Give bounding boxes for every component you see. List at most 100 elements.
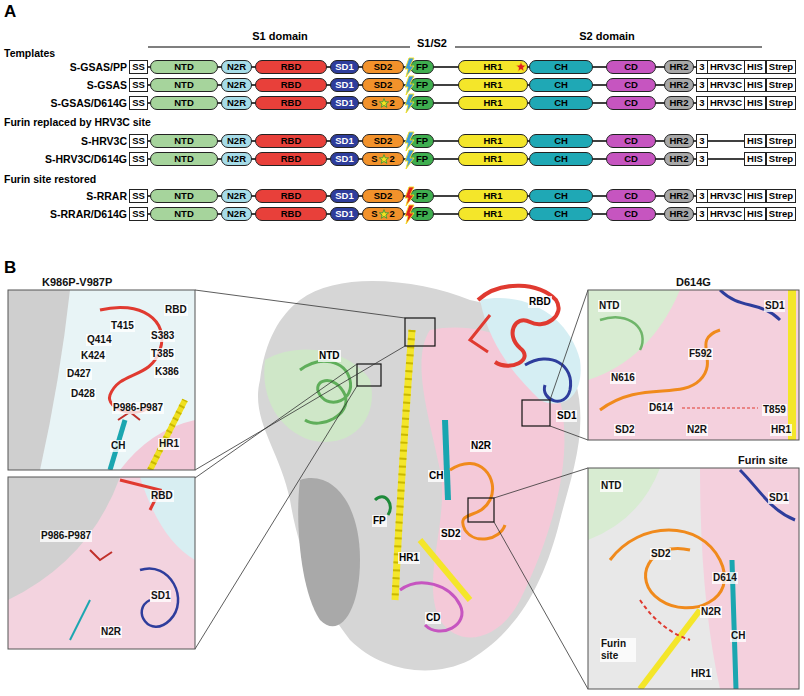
domain-box: FP bbox=[410, 60, 434, 74]
residue-label: F592 bbox=[688, 348, 713, 360]
heading-label: S-GSAS/D614G bbox=[51, 97, 127, 110]
domain-box: NTD bbox=[150, 134, 218, 148]
domain-label: HR1 bbox=[483, 97, 502, 109]
domain-label: 3 bbox=[699, 97, 704, 109]
heading-label: S2 domain bbox=[579, 30, 635, 43]
domain-box: HR2 bbox=[664, 60, 694, 74]
inset-pp-art bbox=[8, 477, 195, 649]
residue-label: HR1 bbox=[690, 668, 712, 680]
inset-title: K986P-V987P bbox=[42, 276, 112, 288]
heading-label: S1 domain bbox=[252, 30, 308, 43]
domain-label: CD bbox=[624, 153, 638, 165]
domain-label: N2R bbox=[227, 61, 246, 73]
domain-label: FP bbox=[416, 97, 428, 109]
residue-label: T859 bbox=[762, 404, 787, 416]
residue-label: D428 bbox=[70, 388, 96, 400]
domain-box: SD1 bbox=[330, 96, 359, 110]
domain-label: SS bbox=[132, 61, 145, 73]
domain-box: NTD bbox=[150, 189, 218, 203]
domain-tag: N2R bbox=[470, 440, 492, 452]
domain-tag: CD bbox=[425, 612, 441, 624]
residue-label: RBD bbox=[164, 304, 188, 316]
domain-tag: SD2 bbox=[440, 528, 461, 540]
domain-box: 3 bbox=[696, 134, 707, 148]
domain-label: HIS bbox=[747, 135, 763, 147]
domain-box: CD bbox=[606, 134, 656, 148]
residue-label: K386 bbox=[154, 366, 180, 378]
domain-label: HIS bbox=[747, 153, 763, 165]
residue-label: CH bbox=[110, 440, 126, 452]
domain-box: FP bbox=[410, 78, 434, 92]
zoom-inset: Furin siteNTDSD1D614SD2N2RCHFurin siteHR… bbox=[588, 468, 799, 689]
domain-box: SS bbox=[129, 96, 148, 110]
domain-label: SS bbox=[132, 135, 145, 147]
domain-box: HR1 bbox=[458, 60, 528, 74]
domain-label: SD1 bbox=[335, 208, 353, 220]
domain-label: NTD bbox=[174, 153, 194, 165]
domain-box: SS bbox=[129, 152, 148, 166]
domain-box: NTD bbox=[150, 78, 218, 92]
domain-label: HR2 bbox=[669, 61, 688, 73]
heading-label: S-GSAS bbox=[87, 79, 127, 92]
heading-label: Templates bbox=[4, 47, 55, 60]
domain-label: RBD bbox=[281, 79, 302, 91]
residue-label: T415 bbox=[110, 320, 135, 332]
domain-box: 3 bbox=[696, 152, 707, 166]
domain-box: HR2 bbox=[664, 134, 694, 148]
domain-label: HRV3C bbox=[710, 61, 742, 73]
residue-label: N616 bbox=[610, 372, 636, 384]
domain-label: HR2 bbox=[669, 208, 688, 220]
zoom-inset: D614GNTDSD1F592N616D614T859SD2N2RHR1 bbox=[588, 290, 799, 440]
domain-label: CD bbox=[624, 97, 638, 109]
domain-label: CH bbox=[554, 135, 568, 147]
domain-label: NTD bbox=[174, 61, 194, 73]
domain-box: Strep bbox=[766, 189, 796, 203]
domain-box: 3 bbox=[696, 207, 707, 221]
domain-box: HIS bbox=[744, 60, 766, 74]
domain-label: SD1 bbox=[335, 190, 353, 202]
domain-label: HR1 bbox=[483, 208, 502, 220]
domain-label: RBD bbox=[281, 153, 302, 165]
domain-label: HR1 bbox=[483, 61, 502, 73]
domain-label: Strep bbox=[769, 208, 793, 220]
domain-box: HIS bbox=[744, 78, 766, 92]
residue-label: NTD bbox=[600, 480, 623, 492]
domain-label: RBD bbox=[281, 190, 302, 202]
domain-box: CH bbox=[529, 134, 593, 148]
domain-label: HIS bbox=[747, 61, 763, 73]
domain-box: HRV3C bbox=[707, 189, 745, 203]
domain-label: 2 bbox=[390, 208, 395, 220]
domain-box: NTD bbox=[150, 207, 218, 221]
domain-label: Strep bbox=[769, 153, 793, 165]
domain-box: S2 bbox=[362, 207, 404, 221]
domain-box: HRV3C bbox=[707, 78, 745, 92]
domain-label: NTD bbox=[174, 79, 194, 91]
domain-box: CH bbox=[529, 152, 593, 166]
domain-box: CH bbox=[529, 78, 593, 92]
domain-tag: SD1 bbox=[556, 410, 577, 422]
residue-label: N2R bbox=[100, 626, 122, 638]
domain-box: 3 bbox=[696, 60, 707, 74]
domain-box: Strep bbox=[766, 96, 796, 110]
mutation-star bbox=[379, 209, 389, 219]
domain-label: Strep bbox=[769, 97, 793, 109]
domain-box: SD1 bbox=[330, 189, 359, 203]
domain-label: CD bbox=[624, 208, 638, 220]
domain-box: SD1 bbox=[330, 60, 359, 74]
inset-furin-art bbox=[588, 468, 799, 689]
domain-box: SS bbox=[129, 207, 148, 221]
domain-box: SS bbox=[129, 134, 148, 148]
domain-box: HR1 bbox=[458, 189, 528, 203]
residue-label: Q414 bbox=[86, 334, 112, 346]
domain-header-lines bbox=[148, 47, 762, 48]
domain-label: SS bbox=[132, 190, 145, 202]
domain-label: S bbox=[371, 208, 377, 220]
domain-box: Strep bbox=[766, 207, 796, 221]
domain-label: HR1 bbox=[483, 79, 502, 91]
domain-box: HR2 bbox=[664, 78, 694, 92]
domain-box: HIS bbox=[744, 134, 766, 148]
domain-box: CD bbox=[606, 60, 656, 74]
domain-label: FP bbox=[416, 190, 428, 202]
residue-label: NTD bbox=[598, 300, 621, 312]
